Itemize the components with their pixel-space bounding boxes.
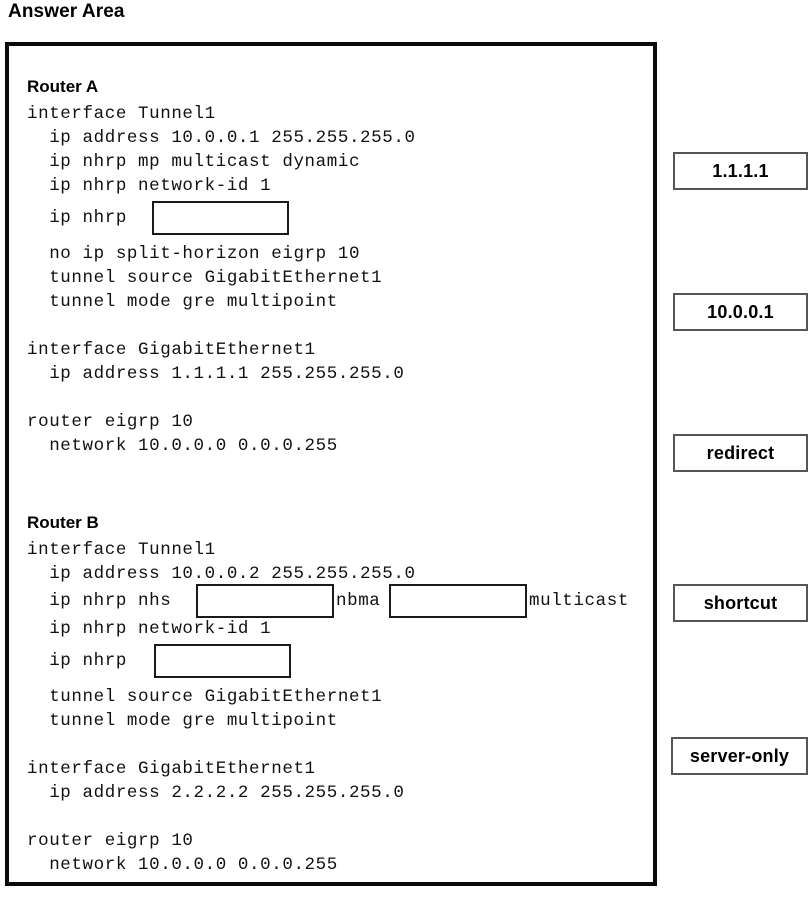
- router-b-line-8: tunnel mode gre multipoint: [27, 711, 338, 731]
- router-a-line-5: no ip split-horizon eigrp 10: [27, 244, 361, 264]
- answer-area-config-panel: Router A interface Tunnel1 ip address 10…: [5, 42, 657, 886]
- router-b-line-11: ip address 2.2.2.2 255.255.255.0: [27, 783, 405, 803]
- option-tile-redirect[interactable]: redirect: [673, 434, 808, 472]
- router-b-line-10: interface GigabitEthernet1: [27, 759, 316, 779]
- router-a-line-12: router eigrp 10: [27, 412, 194, 432]
- router-a-line-6: tunnel source GigabitEthernet1: [27, 268, 383, 288]
- router-b-nhs-label: ip nhrp nhs: [27, 591, 172, 611]
- router-b-nbma-label: nbma: [336, 591, 381, 611]
- router-a-nhrp-slot[interactable]: [152, 201, 289, 235]
- router-a-line-13: network 10.0.0.0 0.0.0.255: [27, 436, 338, 456]
- router-a-line-1: ip address 10.0.0.1 255.255.255.0: [27, 128, 416, 148]
- router-b-line-0: interface Tunnel1: [27, 540, 216, 560]
- router-a-line-10: ip address 1.1.1.1 255.255.255.0: [27, 364, 405, 384]
- option-tile-server-only[interactable]: server-only: [671, 737, 808, 775]
- router-b-line-6: ip nhrp: [27, 651, 127, 671]
- router-b-line-14: network 10.0.0.0 0.0.0.255: [27, 855, 338, 875]
- router-a-line-4: ip nhrp: [27, 208, 127, 228]
- router-a-line-0: interface Tunnel1: [27, 104, 216, 124]
- router-b-line-5: ip nhrp network-id 1: [27, 619, 272, 639]
- option-tile-shortcut[interactable]: shortcut: [673, 584, 808, 622]
- router-b-nhrp-slot[interactable]: [154, 644, 291, 678]
- router-b-line-1: ip address 10.0.0.2 255.255.255.0: [27, 564, 416, 584]
- router-b-nhs-slot[interactable]: [196, 584, 334, 618]
- router-b-line-7: tunnel source GigabitEthernet1: [27, 687, 383, 707]
- router-b-nbma-slot[interactable]: [389, 584, 527, 618]
- router-b-heading: Router B: [27, 513, 99, 532]
- router-a-line-7: tunnel mode gre multipoint: [27, 292, 338, 312]
- router-a-line-3: ip nhrp network-id 1: [27, 176, 272, 196]
- option-tile-10-0-0-1[interactable]: 10.0.0.1: [673, 293, 808, 331]
- router-a-heading: Router A: [27, 77, 99, 96]
- option-tile-1-1-1-1[interactable]: 1.1.1.1: [673, 152, 808, 190]
- router-a-line-2: ip nhrp mp multicast dynamic: [27, 152, 361, 172]
- router-b-line-13: router eigrp 10: [27, 831, 194, 851]
- router-a-line-9: interface GigabitEthernet1: [27, 340, 316, 360]
- page-title: Answer Area: [8, 1, 125, 22]
- router-b-multicast-label: multicast: [529, 591, 629, 611]
